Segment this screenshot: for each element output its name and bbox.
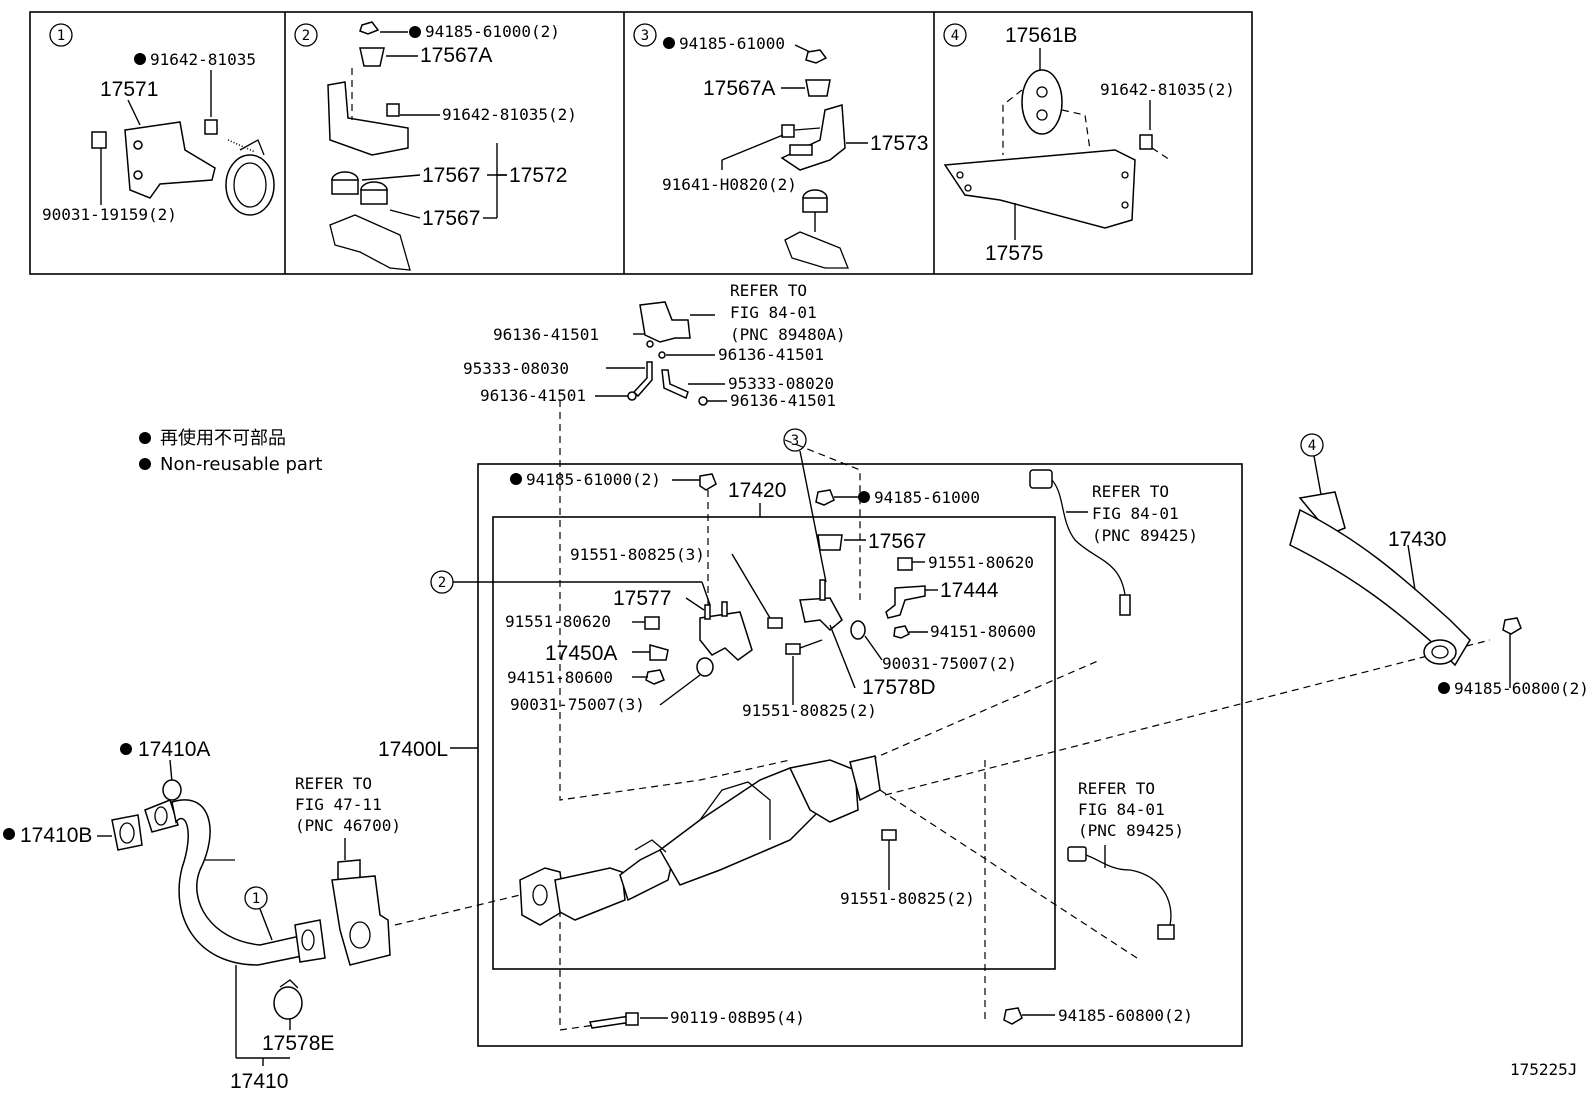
part-label: 17572 — [509, 164, 567, 187]
legend-english: Non-reusable part — [160, 454, 322, 475]
inset-panel-frame — [29, 11, 1253, 275]
refer-label: (PNC 89480A) — [730, 325, 846, 344]
part-label: 17561B — [1005, 24, 1077, 47]
part-label: 94151-80600 — [930, 622, 1036, 641]
non-reusable-dot — [510, 473, 522, 485]
part-label: 17420 — [728, 479, 786, 502]
part-label: 17573 — [870, 132, 928, 155]
refer-label: FIG 84-01 — [730, 303, 817, 322]
hose-part-label: 96136-41501 — [493, 325, 599, 344]
part-label: 17567 — [868, 530, 926, 553]
hose-part-label: 96136-41501 — [730, 391, 836, 410]
part-label: 91551-80825(2) — [742, 701, 877, 720]
non-reusable-dot — [409, 26, 421, 38]
part-label: 17444 — [940, 579, 999, 602]
non-reusable-dot — [120, 743, 132, 755]
figure-code: 175225J — [1510, 1060, 1577, 1079]
part-label: 94185-61000 — [874, 488, 980, 507]
callout-1: 1 — [252, 891, 260, 907]
hose-part-label: 96136-41501 — [718, 345, 824, 364]
refer-label: REFER TO — [1092, 482, 1169, 501]
callout-2: 2 — [438, 575, 446, 591]
refer-label: REFER TO — [295, 774, 372, 793]
refer-label: (PNC 89425) — [1078, 821, 1184, 840]
part-label: 90119-08B95(4) — [670, 1008, 805, 1027]
panel-3-number: 3 — [641, 28, 649, 44]
part-label: 90031-75007(2) — [882, 654, 1017, 673]
panel-1-number: 1 — [57, 28, 65, 44]
callout-3: 3 — [791, 433, 799, 449]
part-label: 94185-61000 — [679, 34, 785, 53]
non-reusable-dot — [663, 37, 675, 49]
inset-panel-4: 4 17561B 91642-81035(2) 17575 — [943, 23, 1235, 265]
part-label: 90031-19159(2) — [42, 205, 177, 224]
part-label: 17400L — [378, 738, 448, 761]
hose-part-label: 96136-41501 — [480, 386, 586, 405]
part-label: 17410B — [20, 824, 92, 847]
non-reusable-dot — [1438, 682, 1450, 694]
part-label: 17567 — [422, 164, 480, 187]
part-label: 17578D — [862, 676, 936, 699]
o2-sensor-2: REFER TO FIG 84-01 (PNC 89425) — [1067, 779, 1184, 940]
non-reusable-dot — [139, 432, 151, 444]
o2-sensor-1: REFER TO FIG 84-01 (PNC 89425) — [1029, 469, 1198, 616]
non-reusable-dot — [3, 828, 15, 840]
main-assembly-group: 17400L 3 2 94185-61000(2) 17420 94185-61… — [378, 400, 1491, 1047]
refer-label: REFER TO — [730, 281, 807, 300]
part-label: 91551-80825(2) — [840, 889, 975, 908]
part-label: 17430 — [1388, 528, 1446, 551]
part-label: 17571 — [100, 78, 158, 101]
legend: 再使用不可部品 Non-reusable part — [139, 428, 322, 475]
part-label: 17567 — [422, 207, 480, 230]
part-label: 17567A — [420, 44, 492, 67]
part-label: 91642-81035(2) — [442, 105, 577, 124]
part-label: 91551-80620 — [928, 553, 1034, 572]
part-label: 17410A — [138, 738, 210, 761]
part-label: 94185-61000(2) — [425, 22, 560, 41]
refer-label: (PNC 46700) — [295, 816, 401, 835]
part-label: 91551-80825(3) — [570, 545, 705, 564]
non-reusable-dot — [139, 458, 151, 470]
part-label: 94185-60800(2) — [1454, 679, 1589, 698]
refer-label: (PNC 89425) — [1092, 526, 1198, 545]
tail-pipe-group: 4 17430 94185-60800(2) — [1289, 433, 1589, 698]
part-label: 91642-81035 — [150, 50, 256, 69]
panel-4-number: 4 — [951, 28, 959, 44]
catalytic-converter — [519, 755, 881, 926]
refer-label: REFER TO — [1078, 779, 1155, 798]
refer-label: FIG 84-01 — [1092, 504, 1179, 523]
part-label: 90031-75007(3) — [510, 695, 645, 714]
part-label: 17577 — [613, 587, 671, 610]
refer-label: FIG 47-11 — [295, 795, 382, 814]
part-label: 17578E — [262, 1032, 334, 1055]
callout-4: 4 — [1308, 438, 1316, 454]
inset-panel-3: 3 94185-61000 17567A 17573 91641-H0820(2… — [633, 23, 928, 269]
inset-panel-1: 1 91642-81035 17571 90031-19159(2) — [42, 23, 275, 224]
part-label: 94185-61000(2) — [526, 470, 661, 489]
part-label: 17575 — [985, 242, 1043, 265]
non-reusable-dot — [134, 53, 146, 65]
part-label: 94185-60800(2) — [1058, 1006, 1193, 1025]
top-hose-group: REFER TO FIG 84-01 (PNC 89480A) 96136-41… — [463, 281, 846, 410]
legend-japanese: 再使用不可部品 — [160, 428, 286, 449]
front-pipe-group: 17410A 17410B 1 17578E 17410 REFER TO FI… — [3, 738, 521, 1093]
non-reusable-dot — [858, 491, 870, 503]
part-label: 91642-81035(2) — [1100, 80, 1235, 99]
panel-2-number: 2 — [302, 28, 310, 44]
refer-label: FIG 84-01 — [1078, 800, 1165, 819]
part-label: 17450A — [545, 642, 617, 665]
part-label: 17567A — [703, 77, 775, 100]
hose-part-label: 95333-08030 — [463, 359, 569, 378]
part-label: 91641-H0820(2) — [662, 175, 797, 194]
hose-part-label: 95333-08020 — [728, 374, 834, 393]
inset-panel-2: 2 94185-61000(2) 17567A 91642-81035(2) 1… — [294, 21, 577, 271]
part-label: 91551-80620 — [505, 612, 611, 631]
part-label: 17410 — [230, 1070, 288, 1093]
